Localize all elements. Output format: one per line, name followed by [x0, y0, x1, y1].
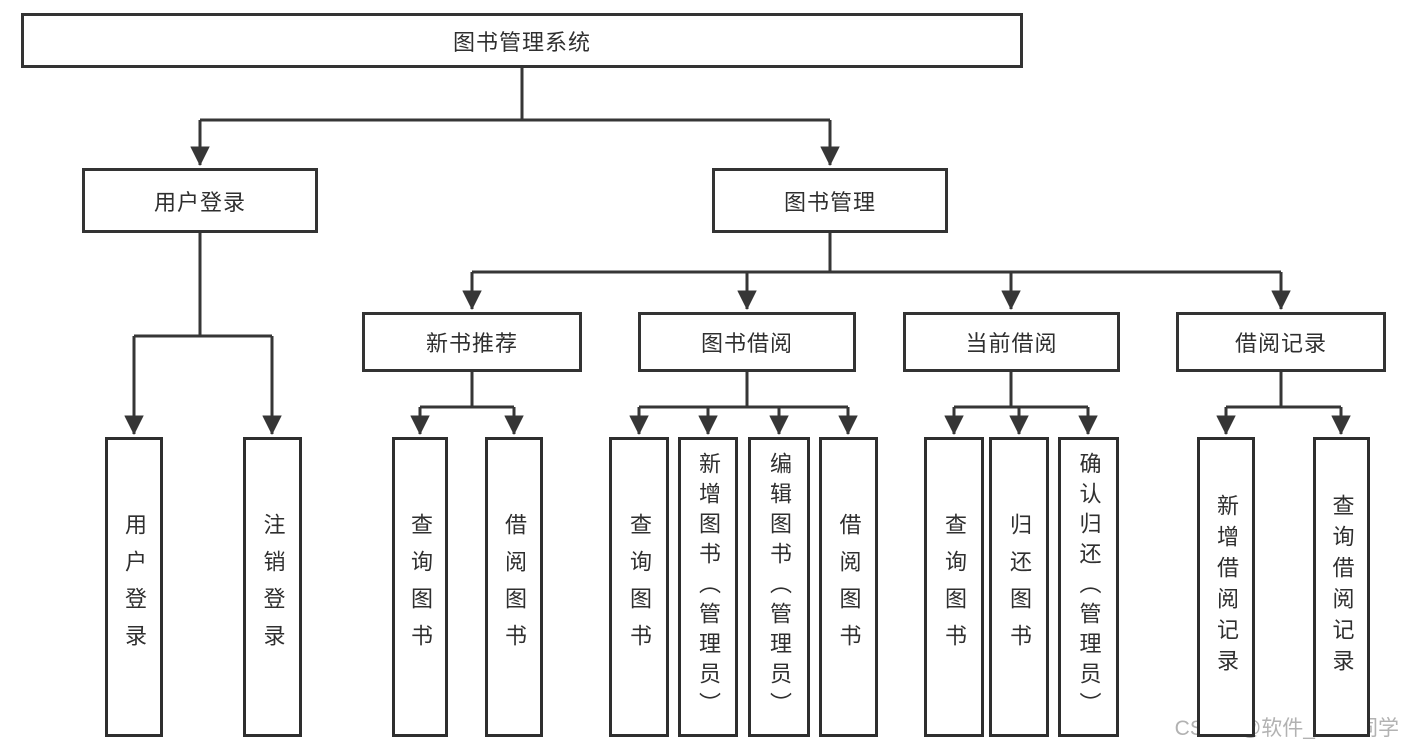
leaf-recommend-borrow-books: 借阅图书 — [485, 437, 543, 737]
leaf-borrow-borrow-books: 借阅图书 — [819, 437, 878, 737]
leaf-recommend-borrow-books-label: 借阅图书 — [502, 513, 527, 661]
node-root-label: 图书管理系统 — [452, 29, 591, 55]
leaf-current-return-books: 归还图书 — [989, 437, 1049, 737]
leaf-records-query-record-label: 查询借阅记录 — [1329, 494, 1355, 680]
tree-skeleton — [134, 68, 1341, 409]
leaf-records-add-record: 新增借阅记录 — [1197, 437, 1255, 737]
leaf-records-add-record-label: 新增借阅记录 — [1214, 494, 1239, 680]
leaf-borrow-query-books: 查询图书 — [609, 437, 669, 737]
leaf-borrow-query-books-label: 查询图书 — [627, 513, 652, 661]
node-user-login: 用户登录 — [82, 168, 318, 233]
leaf-borrow-add-books-admin-label: 新增图书（管理员） — [696, 452, 721, 722]
node-user-login-label: 用户登录 — [153, 189, 246, 215]
node-book-borrowing: 图书借阅 — [638, 312, 856, 372]
node-book-management: 图书管理 — [712, 168, 948, 233]
leaf-current-return-books-label: 归还图书 — [1007, 513, 1032, 661]
node-new-book-recommend: 新书推荐 — [362, 312, 582, 372]
node-book-management-label: 图书管理 — [783, 189, 876, 215]
node-current-borrowing: 当前借阅 — [903, 312, 1120, 372]
leaf-current-confirm-return-admin-label: 确认归还（管理员） — [1076, 452, 1102, 722]
node-root-system: 图书管理系统 — [21, 13, 1023, 68]
leaf-logout-label: 注销登录 — [260, 513, 286, 661]
leaf-borrow-edit-books-admin: 编辑图书（管理员） — [748, 437, 810, 737]
leaf-borrow-edit-books-admin-label: 编辑图书（管理员） — [767, 452, 792, 722]
leaf-current-confirm-return-admin: 确认归还（管理员） — [1058, 437, 1119, 737]
leaf-recommend-query-books: 查询图书 — [392, 437, 448, 737]
leaf-user-login: 用户登录 — [105, 437, 163, 737]
leaf-current-query-books: 查询图书 — [924, 437, 984, 737]
leaf-logout: 注销登录 — [243, 437, 302, 737]
leaf-borrow-borrow-books-label: 借阅图书 — [836, 513, 862, 661]
node-new-book-recommend-label: 新书推荐 — [425, 331, 518, 356]
leaf-user-login-label: 用户登录 — [122, 513, 147, 661]
node-current-borrowing-label: 当前借阅 — [965, 331, 1058, 356]
leaf-current-query-books-label: 查询图书 — [942, 513, 967, 661]
node-borrowing-records-label: 借阅记录 — [1234, 331, 1327, 356]
node-book-borrowing-label: 图书借阅 — [700, 331, 793, 356]
leaf-borrow-add-books-admin: 新增图书（管理员） — [678, 437, 738, 737]
leaf-recommend-query-books-label: 查询图书 — [408, 513, 433, 661]
leaf-records-query-record: 查询借阅记录 — [1313, 437, 1370, 737]
node-borrowing-records: 借阅记录 — [1176, 312, 1386, 372]
